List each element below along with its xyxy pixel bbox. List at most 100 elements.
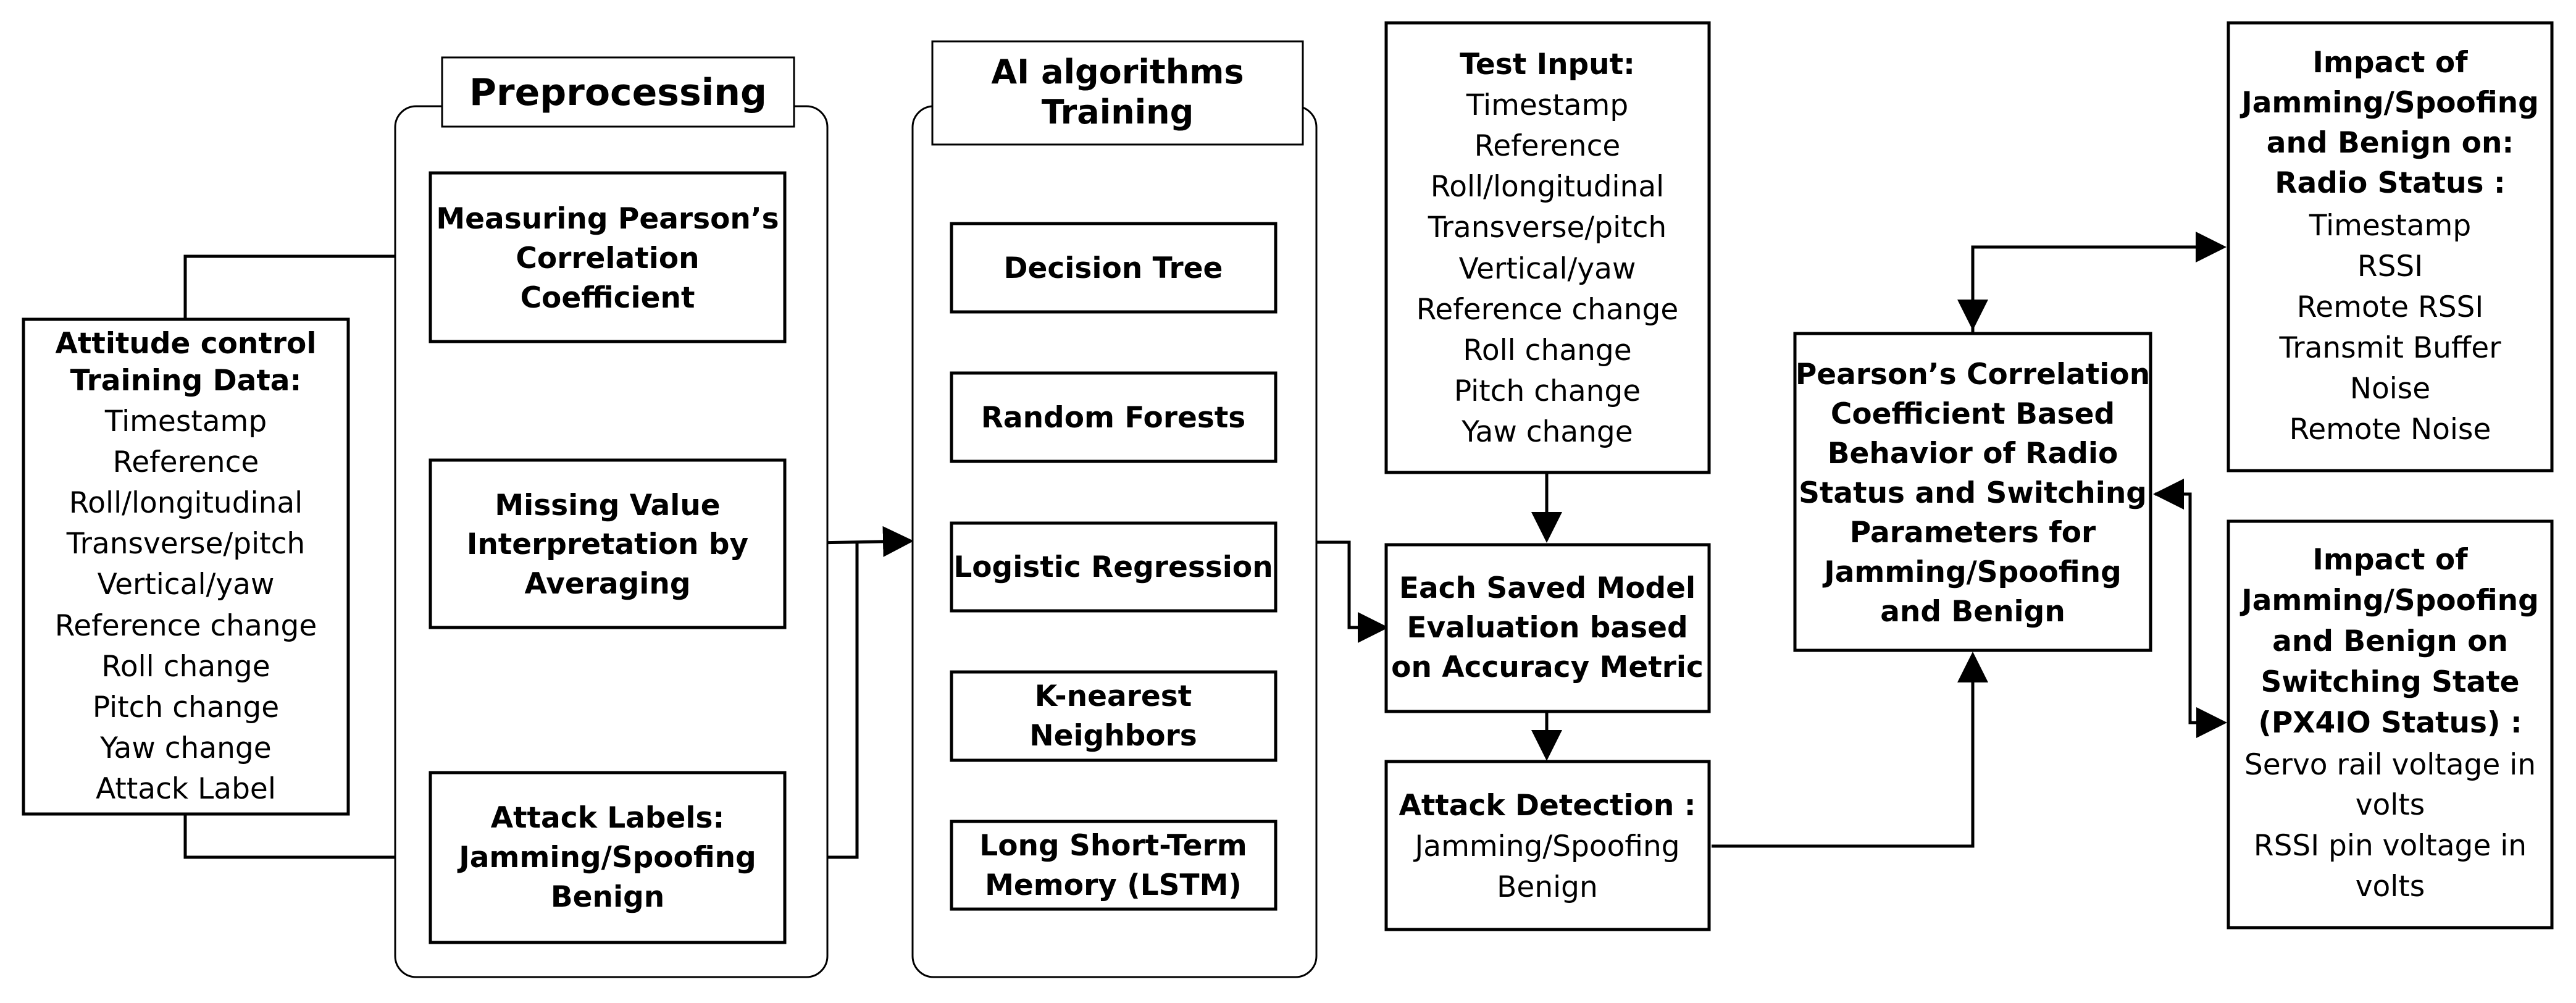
test-input-box: Test Input: Timestamp Reference Roll/lon… [1384,21,1711,474]
logistic-regression-label: Logistic Regression [953,550,1273,584]
radio-impact-title-line: Impact of [2312,46,2468,80]
training-data-item: Transverse/pitch [66,527,305,561]
switching-impact-title-line: Switching State [2260,665,2519,699]
test-input-item: Reference change [1416,293,1679,327]
test-input-item: Reference [1474,129,1621,163]
switching-impact-item: volts [2356,870,2425,904]
arrow-training-to-pearson [183,241,431,319]
test-input-item: Yaw change [1461,415,1633,449]
test-input-item: Roll change [1463,334,1631,367]
switching-impact-title-line: and Benign on [2272,624,2508,658]
evaluation-box: Each Saved Model Evaluation based on Acc… [1384,543,1711,713]
attack-labels-line-2: Jamming/Spoofing [457,841,756,875]
training-data-box: Attitude control Training Data: Timestam… [22,317,350,816]
pearson-step-line-1: Measuring Pearson’s [436,202,779,236]
training-data-title-line-1: Attitude control [56,327,317,361]
ai-training-title-line-2: Training [1042,93,1194,132]
switching-impact-title-line: Jamming/Spoofing [2239,584,2539,618]
lstm-box [950,820,1278,911]
pearson-behavior-box: Pearson’s Correlation Coefficient Based … [1793,332,2152,652]
radio-impact-item: Noise [2350,372,2430,406]
connectors [183,232,2227,873]
evaluation-line-1: Each Saved Model [1399,571,1696,605]
training-data-item: Reference [113,445,259,479]
logistic-regression-box [950,521,1278,613]
arrow-ai-to-evaluation [1316,540,1389,643]
switching-impact-item: volts [2356,788,2425,822]
pearson-step-line-2: Correlation [516,241,699,275]
radio-impact-title-line: and Benign on: [2267,126,2514,160]
training-data-item: Reference change [55,609,317,643]
pearson-behavior-line: Behavior of Radio [1828,437,2118,471]
test-input-item: Pitch change [1454,374,1641,408]
attack-labels-title: Attack Labels: [491,801,725,835]
ai-training-panel: AI algorithms Training Decision Tree Ran… [911,40,1318,978]
attack-labels-line-3: Benign [551,880,664,914]
switching-impact-item: Servo rail voltage in [2244,748,2536,782]
pearson-behavior-line: Pearson’s Correlation [1796,358,2150,392]
test-input-item: Roll/longitudinal [1431,170,1665,204]
decision-tree-label: Decision Tree [1004,251,1223,285]
radio-impact-title-line: Jamming/Spoofing [2239,86,2539,120]
training-data-item: Timestamp [104,405,267,439]
attack-detection-title: Attack Detection : [1399,789,1696,823]
radio-impact-item: Timestamp [2309,209,2471,243]
radio-impact-item: Remote Noise [2290,413,2491,447]
random-forests-label: Random Forests [981,401,1246,435]
test-input-title: Test Input: [1460,48,1635,82]
preprocessing-panel: Preprocessing Measuring Pearson’s Correl… [394,56,829,978]
test-input-item: Vertical/yaw [1459,252,1636,286]
attack-detection-item: Benign [1497,870,1598,904]
lstm-label-line-2: Memory (LSTM) [985,868,1242,902]
training-data-item: Roll change [101,650,270,684]
test-input-item: Timestamp [1466,88,1628,122]
switching-impact-item: RSSI pin voltage in [2254,829,2527,863]
training-data-item: Pitch change [93,690,279,724]
pearson-step-line-3: Coefficient [521,281,695,315]
arrow-training-to-labels [183,814,431,873]
evaluation-line-3: on Accuracy Metric [1391,650,1704,684]
switching-impact-box: Impact of Jamming/Spoofing and Benign on… [2227,519,2554,930]
pearson-step-box [429,171,787,343]
lstm-label-line-1: Long Short-Term [979,829,1247,863]
pearson-behavior-line: Status and Switching [1799,476,2147,510]
radio-impact-item: Remote RSSI [2297,290,2483,324]
pearson-behavior-line: Jamming/Spoofing [1822,555,2122,589]
pearson-behavior-line: Coefficient Based [1831,397,2115,431]
test-input-item: Transverse/pitch [1428,211,1666,245]
radio-impact-title-line: Radio Status : [2275,166,2505,200]
pearson-behavior-line: Parameters for [1850,516,2096,550]
training-data-title-line-2: Training Data: [70,364,302,398]
ai-training-title-box [931,40,1304,146]
attack-detection-item: Jamming/Spoofing [1413,829,1679,863]
training-data-item: Attack Label [96,772,276,806]
training-data-item: Roll/longitudinal [69,486,303,520]
switching-impact-title-line: Impact of [2312,543,2468,577]
training-data-item: Yaw change [99,731,271,765]
missing-value-step-line-3: Averaging [525,567,691,601]
evaluation-line-2: Evaluation based [1407,611,1687,645]
random-forests-box [950,371,1278,463]
arrow-pearson-behavior-to-switching [2155,492,2227,738]
missing-value-step-box [429,458,787,629]
radio-impact-item: RSSI [2357,250,2423,283]
preprocessing-title: Preprocessing [469,71,767,114]
attack-labels-box [429,771,787,944]
switching-impact-title-line: (PX4IO Status) : [2258,706,2522,740]
missing-value-step-line-2: Interpretation by [467,527,748,561]
arrow-pearson-behavior-to-radio [1971,232,2227,334]
ai-training-title-line-1: AI algorithms [991,52,1244,91]
decision-tree-box [950,222,1278,314]
arrow-detection-to-pearson-behavior [1712,652,1988,848]
knn-label-line-2: Neighbors [1029,719,1197,753]
pearson-behavior-line: and Benign [1880,595,2065,629]
missing-value-step-line-1: Missing Value [495,489,720,522]
knn-label-line-1: K-nearest [1035,679,1192,713]
training-data-item: Vertical/yaw [98,568,275,602]
radio-impact-box: Impact of Jamming/Spoofing and Benign on… [2227,21,2554,472]
attack-detection-box: Attack Detection : Jamming/Spoofing Beni… [1384,760,1711,931]
radio-impact-item: Transmit Buffer [2278,331,2501,365]
knn-box [950,670,1278,762]
preprocessing-title-box [441,56,795,128]
